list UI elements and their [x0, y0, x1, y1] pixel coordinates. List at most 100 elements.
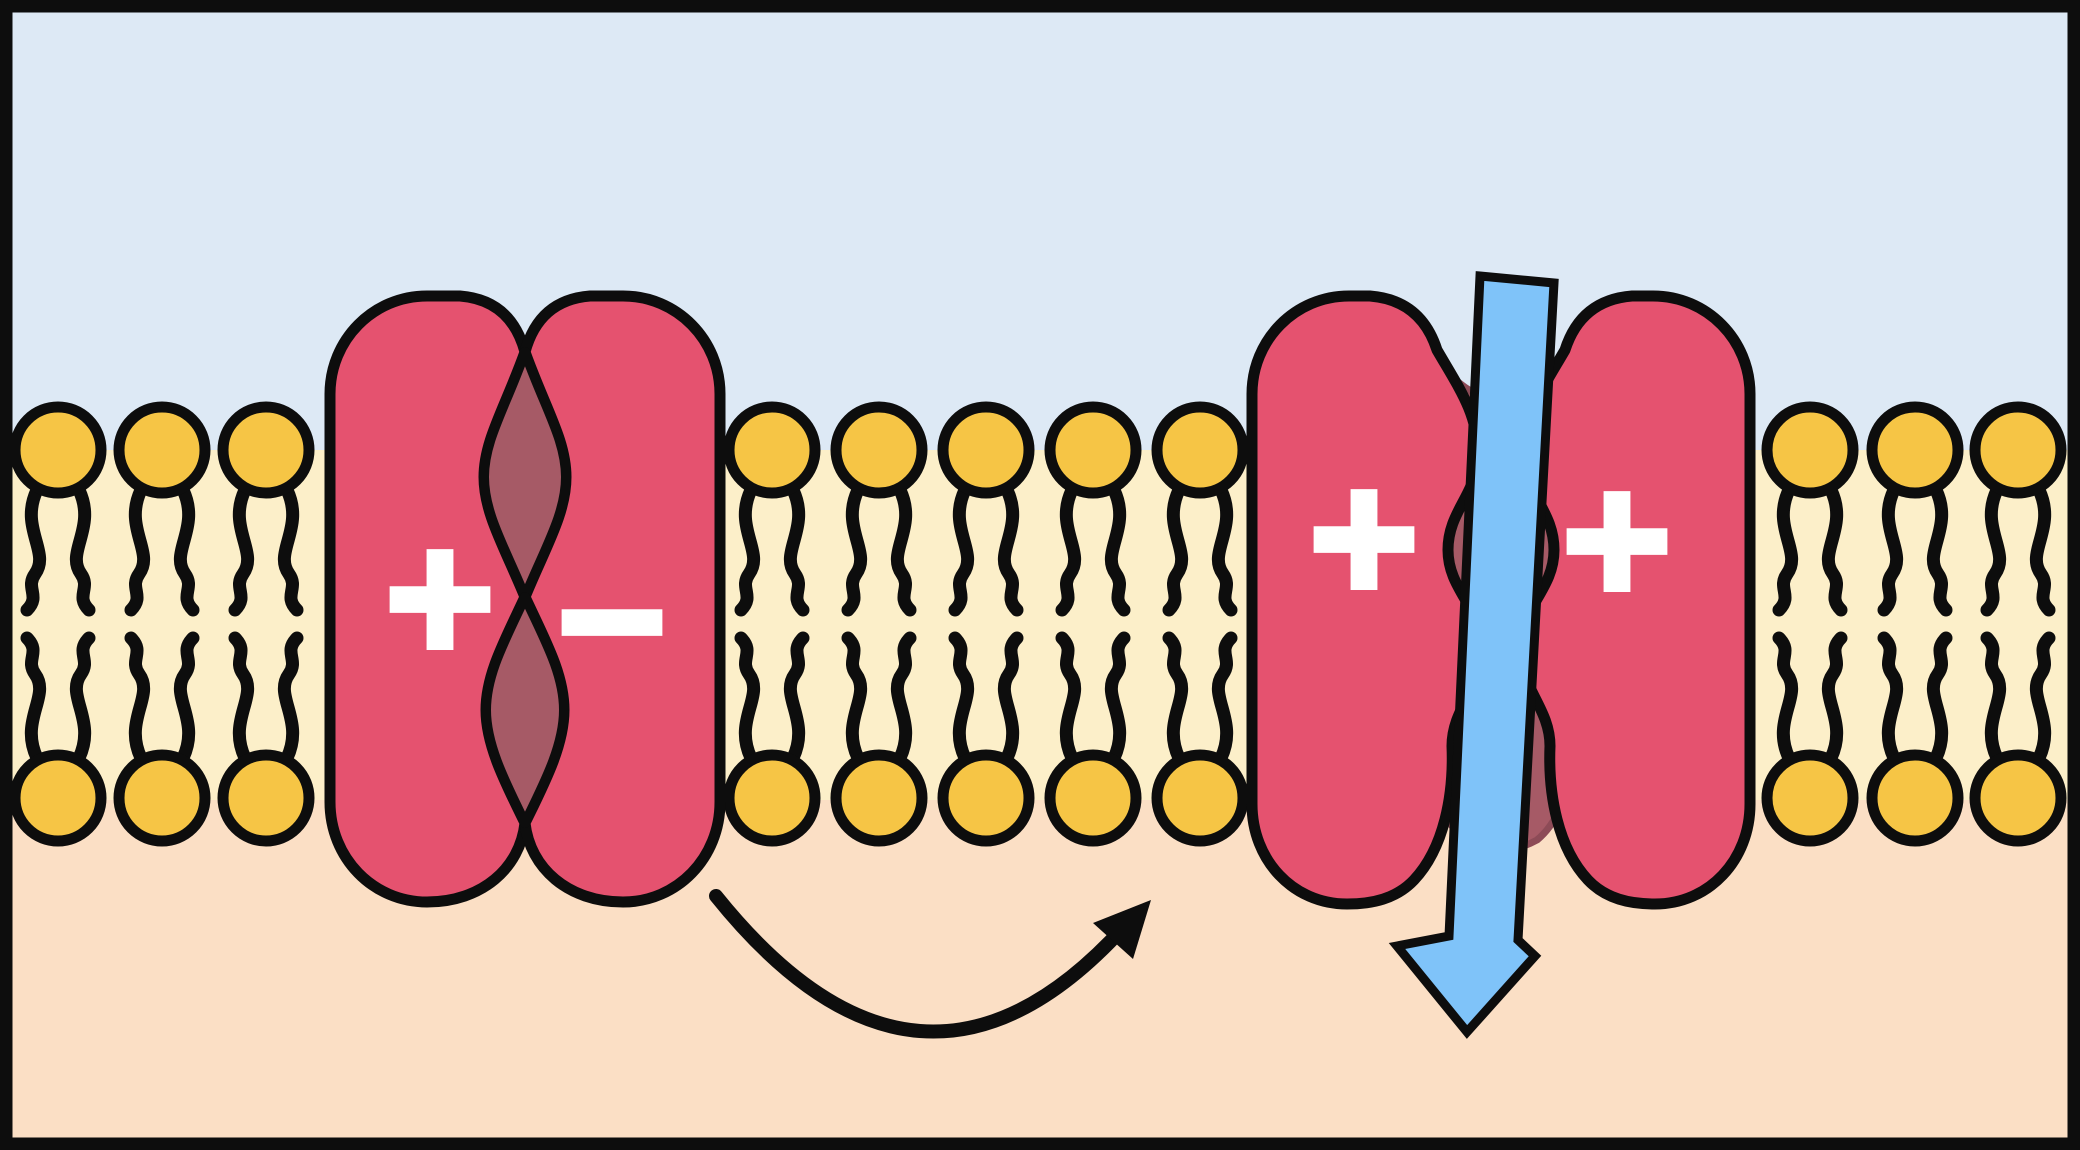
lipid-head: [9, 401, 107, 499]
lipid-tail: [1980, 483, 2007, 617]
open-ion-channel: + +: [1246, 271, 1756, 1039]
lipid-tail: [173, 483, 200, 617]
phospholipid: [217, 631, 315, 847]
phospholipid: [1969, 401, 2067, 617]
lipid-head: [113, 401, 211, 499]
curved-right-arrow-icon: [709, 889, 1151, 1039]
lipid-tail: [890, 631, 917, 765]
lipid-head: [1151, 401, 1249, 499]
phospholipid: [723, 401, 821, 617]
lipid-tail: [173, 631, 200, 765]
lipid-tail: [1211, 631, 1238, 765]
phospholipid: [1761, 401, 1859, 617]
lipid-tail: [1772, 483, 1799, 617]
lipid-head: [1866, 749, 1964, 847]
phospholipid: [9, 631, 107, 847]
lipid-tail: [20, 483, 47, 617]
lipid-head: [723, 749, 821, 847]
open-channel-left-positive-label: +: [1303, 451, 1425, 620]
lipid-tail: [1926, 631, 1953, 765]
lipid-tail: [1877, 483, 1904, 617]
lipid-head: [1044, 401, 1142, 499]
lipid-tail: [277, 483, 304, 617]
lipid-tail: [1772, 631, 1799, 765]
lipid-head: [1044, 749, 1142, 847]
lipid-tail: [1104, 483, 1131, 617]
phospholipid: [830, 631, 928, 847]
phospholipid: [937, 401, 1035, 617]
phospholipid: [1044, 401, 1142, 617]
lipid-head: [1969, 749, 2067, 847]
phospholipid: [1761, 631, 1859, 847]
lipid-tail: [734, 631, 761, 765]
lipid-head: [1151, 749, 1249, 847]
lipid-head: [113, 749, 211, 847]
phospholipid: [1151, 631, 1249, 847]
lipid-tail: [1821, 631, 1848, 765]
lipid-tail: [1877, 631, 1904, 765]
phospholipid: [1866, 401, 1964, 617]
lipid-head: [937, 749, 1035, 847]
lipid-bilayer: [9, 401, 2067, 847]
transition-arrow-head: [1093, 900, 1151, 959]
closed-pore-lower-lens: [481, 592, 569, 828]
lipid-tail: [124, 631, 151, 765]
open-channel-left-subunit: [1246, 290, 1488, 910]
lipid-tail: [1821, 483, 1848, 617]
phospholipid: [1044, 631, 1142, 847]
closed-channel-positive-label: +: [379, 511, 501, 680]
lipid-head: [217, 401, 315, 499]
lipid-tail: [228, 483, 255, 617]
lipid-head: [937, 401, 1035, 499]
lipid-head: [1866, 401, 1964, 499]
lipid-tail: [948, 631, 975, 765]
lipid-head: [830, 749, 928, 847]
lipid-tail: [1104, 631, 1131, 765]
lipid-tail: [841, 483, 868, 617]
lipid-head: [830, 401, 928, 499]
lipid-tail: [890, 483, 917, 617]
phospholipid: [1151, 401, 1249, 617]
lipid-tail: [1162, 631, 1189, 765]
lipid-tail: [1055, 631, 1082, 765]
lipid-tail: [1162, 483, 1189, 617]
closed-channel-negative-label: −: [551, 534, 673, 703]
lipid-head: [1761, 749, 1859, 847]
lipid-tail: [948, 483, 975, 617]
open-channel-right-positive-label: +: [1556, 453, 1678, 622]
phospholipid: [1969, 631, 2067, 847]
lipid-head: [1969, 401, 2067, 499]
phospholipid: [723, 631, 821, 847]
lipid-tail: [20, 631, 47, 765]
phospholipid: [1866, 631, 1964, 847]
lipid-head: [1761, 401, 1859, 499]
down-arrow-icon: [1388, 271, 1559, 1039]
phospholipid: [9, 401, 107, 617]
transition-arrow-shaft: [709, 889, 1130, 1039]
lipid-tail: [1211, 483, 1238, 617]
lipid-head: [217, 749, 315, 847]
phospholipid: [937, 631, 1035, 847]
lipid-tail: [2029, 631, 2056, 765]
lipid-tail: [124, 483, 151, 617]
lipid-head: [9, 749, 107, 847]
phospholipid: [217, 401, 315, 617]
lipid-tail: [734, 483, 761, 617]
lipid-tail: [1055, 483, 1082, 617]
intracellular-region: [6, 800, 2074, 1144]
lipid-tail: [228, 631, 255, 765]
closed-ion-channel: + −: [324, 290, 726, 908]
lipid-tail: [277, 631, 304, 765]
lipid-tail: [69, 483, 96, 617]
membrane-core-region: [6, 450, 2074, 800]
lipid-tail: [997, 631, 1024, 765]
lipid-tail: [1926, 483, 1953, 617]
phospholipid: [113, 401, 211, 617]
phospholipid: [113, 631, 211, 847]
extracellular-region: [6, 6, 2074, 450]
lipid-tail: [997, 483, 1024, 617]
lipid-tail: [1980, 631, 2007, 765]
